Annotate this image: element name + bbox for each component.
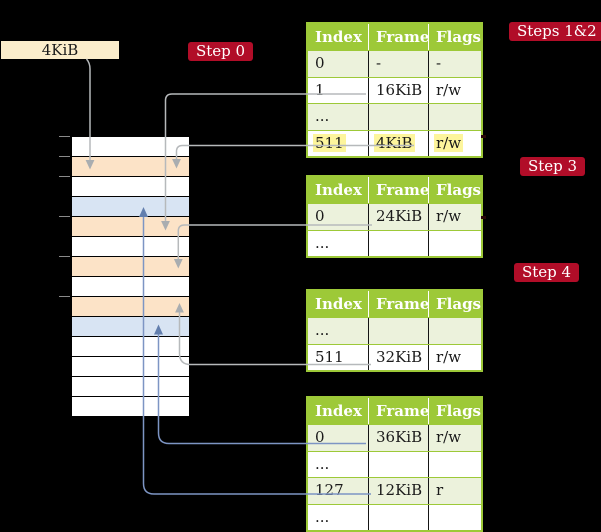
table-header-row: Index Frame Flags	[308, 24, 481, 50]
memory-frame-row	[72, 397, 189, 416]
table-row: 0 - -	[308, 50, 481, 77]
memory-frame-row	[72, 377, 189, 397]
address-tick	[59, 156, 70, 157]
header-flags: Flags	[436, 295, 481, 313]
table-row: ...	[308, 229, 481, 256]
table-row: ...	[308, 503, 481, 530]
highlighted-value: r/w	[434, 133, 464, 152]
address-tick	[59, 136, 70, 137]
page-table-level-3: Index Frame Flags ... 511 32KiB r/w	[306, 289, 483, 372]
memory-frame-row	[72, 277, 189, 297]
address-tick	[59, 176, 70, 177]
header-frame: Frame	[369, 291, 429, 317]
table-row: ...	[308, 103, 481, 130]
table-row: 511 32KiB r/w	[308, 343, 481, 370]
memory-frame-row	[72, 177, 189, 197]
memory-frame-row	[72, 197, 189, 217]
label-step-4: Step 4	[514, 263, 580, 282]
address-tick	[59, 256, 70, 257]
memory-frame-row	[72, 157, 189, 177]
highlighted-value: 511	[313, 133, 346, 152]
page-table-level-2: Index Frame Flags 0 24KiB r/w ...	[306, 175, 483, 258]
label-steps-1-2: Steps 1&2	[509, 22, 601, 41]
table-row: ...	[308, 450, 481, 477]
header-frame: Frame	[369, 177, 429, 203]
header-frame: Frame	[369, 24, 429, 50]
address-tick	[59, 296, 70, 297]
row-pointer-mark	[481, 216, 486, 219]
table-row: 1 16KiB r/w	[308, 76, 481, 103]
header-index: Index	[308, 24, 369, 50]
memory-frame-row	[72, 237, 189, 257]
header-index: Index	[308, 291, 369, 317]
memory-frame-row	[72, 297, 189, 317]
header-index: Index	[308, 398, 369, 424]
table-header-row: Index Frame Flags	[308, 291, 481, 317]
memory-frame-row	[72, 337, 189, 357]
page-table-level-leaf: Index Frame Flags 0 36KiB r/w ... 127 12…	[306, 396, 483, 532]
highlighted-value: 4KiB	[374, 133, 415, 152]
header-flags: Flags	[436, 181, 481, 199]
table-header-row: Index Frame Flags	[308, 398, 481, 424]
table-row: 127 12KiB r	[308, 477, 481, 504]
table-row: 0 24KiB r/w	[308, 203, 481, 230]
memory-frame-row	[72, 257, 189, 277]
memory-frame-row	[72, 217, 189, 237]
page-table-level-root: Index Frame Flags 0 - - 1 16KiB r/w ... …	[306, 22, 483, 158]
label-step-0: Step 0	[188, 42, 254, 61]
memory-frame-row	[72, 317, 189, 337]
memory-frame-row	[72, 137, 189, 157]
header-flags: Flags	[436, 402, 481, 420]
page-table-base-box: 4KiB	[1, 41, 119, 59]
table-row: ...	[308, 317, 481, 344]
header-frame: Frame	[369, 398, 429, 424]
table-row: 0 36KiB r/w	[308, 424, 481, 451]
memory-frame-row	[72, 357, 189, 377]
header-flags: Flags	[436, 28, 481, 46]
physical-memory-stack	[71, 136, 190, 417]
table-row-highlighted: 511 4KiB r/w	[308, 129, 481, 156]
address-tick	[59, 216, 70, 217]
label-step-3: Step 3	[520, 157, 586, 176]
header-index: Index	[308, 177, 369, 203]
table-header-row: Index Frame Flags	[308, 177, 481, 203]
row-pointer-mark	[481, 135, 486, 138]
